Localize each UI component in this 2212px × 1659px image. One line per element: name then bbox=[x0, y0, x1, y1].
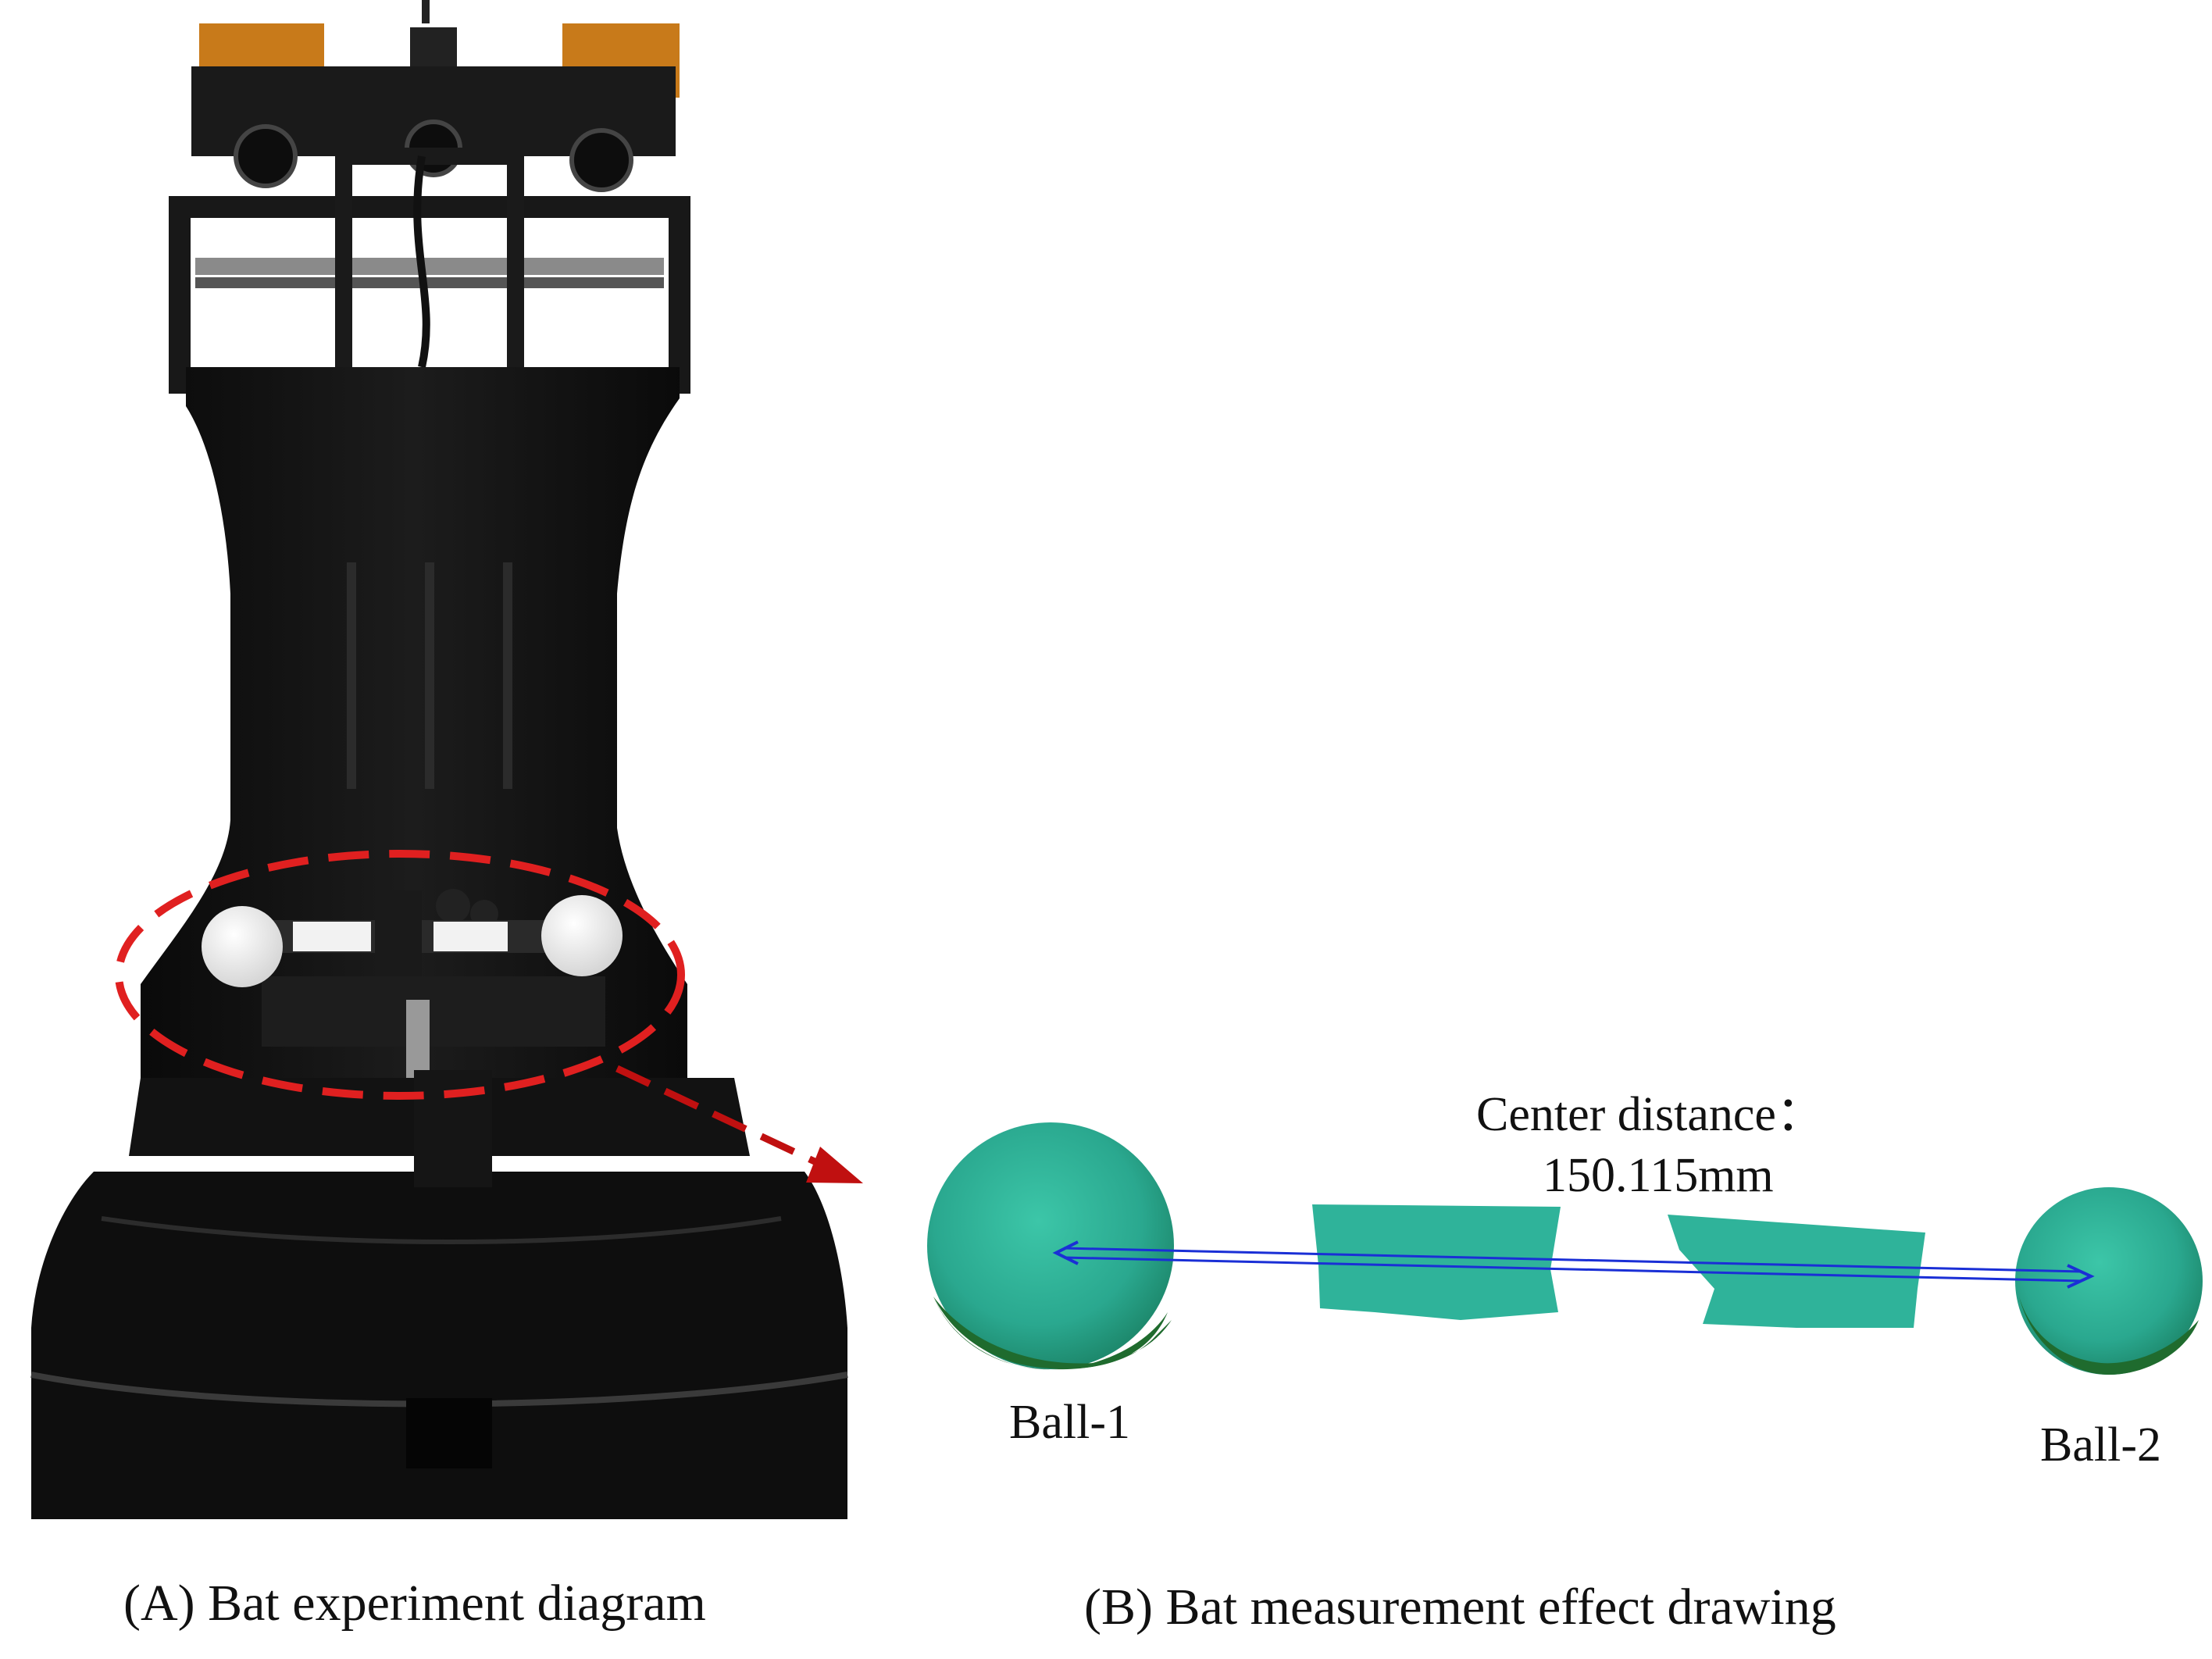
device-body bbox=[141, 367, 687, 1078]
center-distance-value: 150.115mm bbox=[1543, 1149, 1774, 1202]
panel-a-caption: (A) Bat experiment diagram bbox=[123, 1575, 706, 1632]
scan-ball-1 bbox=[927, 1122, 1174, 1370]
bat-fixture bbox=[262, 889, 605, 1187]
panel-b-caption: (B) Bat measurement effect drawing bbox=[1084, 1579, 1836, 1636]
back-grooves bbox=[347, 562, 512, 789]
scan-bat-segment-left bbox=[1312, 1204, 1561, 1320]
ball-1-label: Ball-1 bbox=[1009, 1396, 1130, 1449]
scan-ball-2 bbox=[2015, 1187, 2203, 1375]
device-base bbox=[30, 1078, 848, 1519]
pointer-arrow bbox=[615, 1065, 863, 1183]
scan-result bbox=[927, 1122, 2203, 1375]
white-ball-right bbox=[541, 895, 623, 976]
center-distance-arrow bbox=[1052, 1240, 2095, 1289]
white-ball-left bbox=[202, 906, 283, 987]
bat-object bbox=[202, 890, 623, 987]
center-distance-label: Center distance： bbox=[1476, 1088, 1825, 1141]
ball-2-label: Ball-2 bbox=[2040, 1418, 2161, 1472]
highlight-ellipse bbox=[115, 850, 685, 1100]
device-photo bbox=[30, 0, 848, 1519]
scan-bat-segment-right bbox=[1668, 1215, 1925, 1328]
